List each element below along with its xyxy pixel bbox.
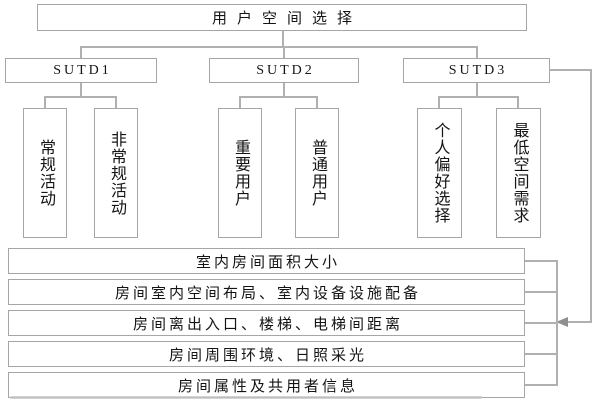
connector-row4 <box>525 353 558 355</box>
node-sutd1: SUTD1 <box>5 58 157 83</box>
connector-drop-sutd3 <box>476 46 478 58</box>
connector-sutd3-stem <box>476 83 478 97</box>
criteria-row-attributes: 房间属性及共用者信息 <box>8 372 525 398</box>
node-important-users: 重要用户 <box>218 108 262 238</box>
criteria-row-layout-facilities: 房间室内空间布局、室内设备设施配备 <box>8 279 525 305</box>
node-sutd3: SUTD3 <box>403 58 550 83</box>
connector-sutd2-split <box>239 96 318 98</box>
connector-drop-sutd1 <box>80 46 82 58</box>
connector-drop-preference <box>438 96 440 108</box>
node-irregular-activities: 非常规活动 <box>94 108 138 238</box>
criteria-row-area-size: 室内房间面积大小 <box>8 248 525 274</box>
node-minimum-space: 最低空间需求 <box>496 108 541 238</box>
connector-row1 <box>525 260 558 262</box>
connector-sutd2-stem <box>283 83 285 97</box>
arrow-left-icon <box>556 317 568 327</box>
connector-right-edge <box>590 69 592 323</box>
connector-sutd1-split <box>44 96 117 98</box>
connector-sutd3-right <box>550 69 592 71</box>
node-regular-activities: 常规活动 <box>23 108 67 238</box>
scan-artifact <box>10 396 482 399</box>
criteria-row-environment: 房间周围环境、日照采光 <box>8 341 525 367</box>
connector-row3 <box>525 322 558 324</box>
connector-sutd1-stem <box>80 83 82 97</box>
connector-arrow-line <box>568 321 592 323</box>
node-user-space-selection: 用户空间选择 <box>37 4 527 31</box>
connector-drop-sutd2 <box>283 46 285 58</box>
connector-drop-minspace <box>517 96 519 108</box>
connector-drop-regular <box>44 96 46 108</box>
node-ordinary-users: 普通用户 <box>295 108 339 238</box>
connector-root-stem <box>282 31 284 47</box>
connector-drop-important <box>239 96 241 108</box>
node-personal-preference: 个人偏好选择 <box>417 108 462 238</box>
connector-sutd3-split <box>438 96 519 98</box>
connector-top-split <box>80 46 478 48</box>
connector-row5 <box>525 384 558 386</box>
connector-drop-irregular <box>115 96 117 108</box>
node-sutd2: SUTD2 <box>209 58 359 83</box>
connector-row2 <box>525 291 558 293</box>
criteria-row-distance: 房间离出入口、楼梯、电梯间距离 <box>8 310 525 336</box>
connector-drop-ordinary <box>316 96 318 108</box>
